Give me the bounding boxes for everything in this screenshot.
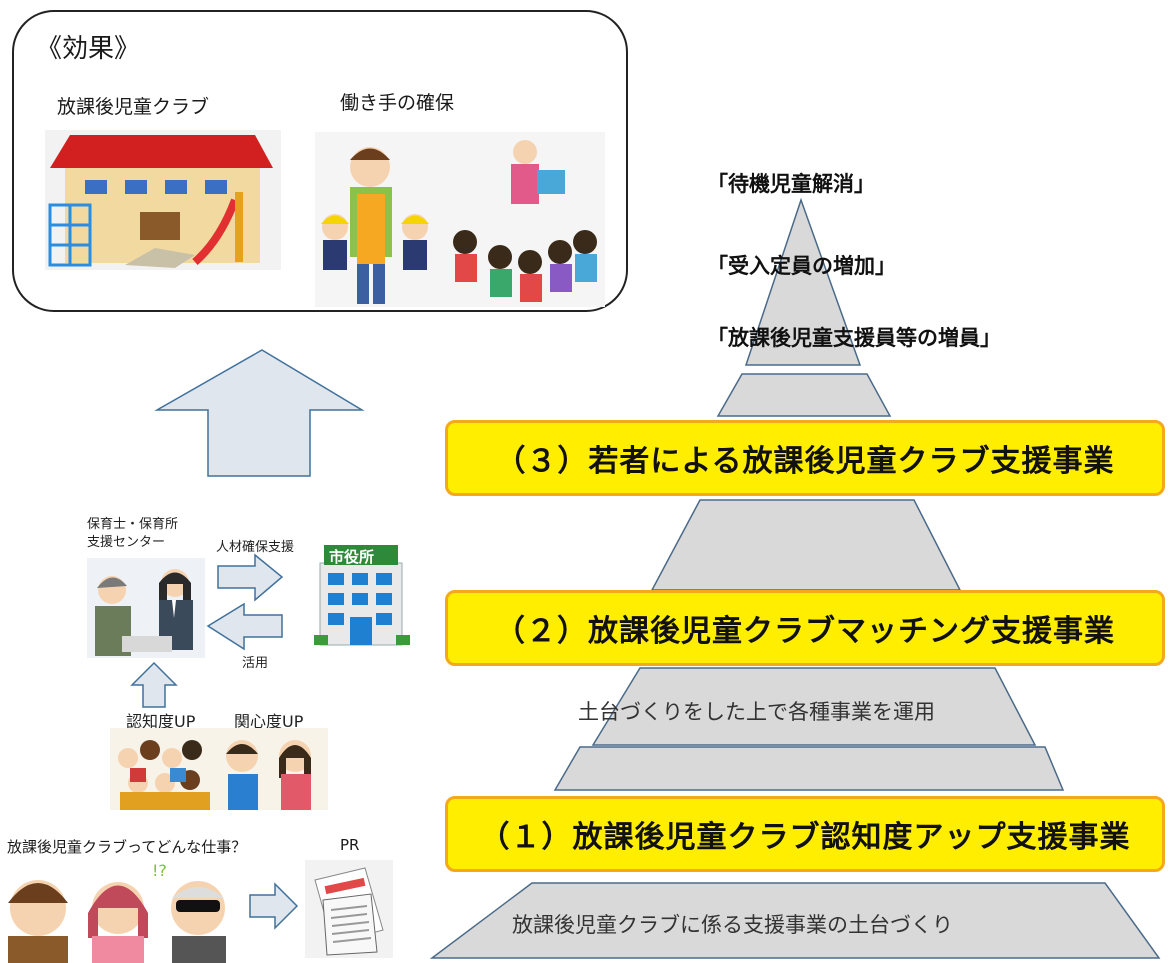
goal-staff-increase: 「放課後児童支援員等の増員」 (707, 326, 1001, 350)
support-center-label: 保育士・保育所 支援センター (87, 517, 179, 550)
newspaper-pr-illustration (305, 860, 393, 958)
pyramid-tier-2 (716, 373, 892, 417)
city-hall-illustration (312, 541, 412, 649)
awareness-up-label: 認知度UP (126, 712, 196, 731)
goal-waiting-children: 「待機児童解消」 (707, 172, 875, 196)
pyramid-tier-base (429, 882, 1161, 959)
crowd-illustration (110, 728, 328, 810)
program-1-bar: （１）放課後児童クラブ認知度アップ支援事業 (445, 796, 1165, 872)
program-3-bar: （３）若者による放課後児童クラブ支援事業 (445, 420, 1165, 496)
pyramid-tier-3 (650, 499, 962, 591)
effect-title: 《効果》 (36, 34, 141, 64)
small-up-arrow (130, 661, 178, 708)
city-hall-sign: 市役所 (329, 548, 375, 566)
effect-label-afterschool-club: 放課後児童クラブ (57, 96, 210, 118)
program-2-bar: （２）放課後児童クラブマッチング支援事業 (445, 590, 1165, 666)
arrow-right-to-pr (249, 882, 299, 930)
interest-up-label: 関心度UP (234, 712, 304, 731)
arrow-left-from-city (206, 602, 283, 651)
pyramid-tier-5 (553, 746, 1065, 791)
big-up-arrow (154, 349, 365, 477)
pyramid-tier-top (744, 197, 862, 366)
pyramid-tier-4 (591, 667, 1037, 746)
school-building-illustration (45, 130, 281, 270)
pr-label: PR (340, 836, 360, 854)
people-wondering-illustration: !? (0, 858, 244, 963)
pyramid (429, 197, 1161, 959)
consultation-illustration (87, 558, 205, 658)
arrow-right-to-city (217, 553, 284, 602)
tier-base-text: 放課後児童クラブに係る支援事業の土台づくり (512, 913, 953, 937)
teacher-children-illustration (315, 132, 605, 307)
tier-middle-text: 土台づくりをした上で各種事業を運用 (578, 700, 935, 724)
label-from-city: 活用 (242, 656, 269, 671)
effect-label-workforce: 働き手の確保 (340, 92, 455, 114)
question-text: 放課後児童クラブってどんな仕事？ (7, 838, 247, 856)
goal-capacity-increase: 「受入定員の増加」 (707, 254, 896, 278)
label-to-city: 人材確保支援 (216, 540, 295, 555)
svg-text:!?: !? (152, 861, 167, 880)
